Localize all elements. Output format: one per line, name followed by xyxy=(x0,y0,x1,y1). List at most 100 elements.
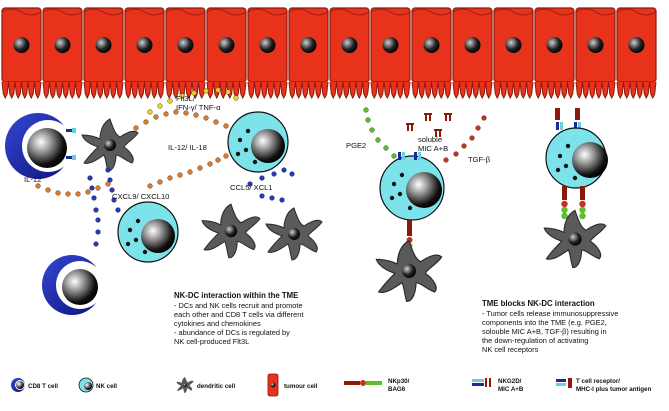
cytokine-dot xyxy=(167,175,173,181)
note-left-line: cytokines and chemokines xyxy=(174,318,261,328)
cytokine-dot xyxy=(197,165,203,171)
note-right-line: components into the TME (e.g. PGE2, xyxy=(482,317,607,327)
cytokine-dot xyxy=(223,153,229,159)
cytokine-dot xyxy=(475,125,481,131)
cytokine-dot xyxy=(183,110,189,116)
cytokine-dots xyxy=(35,87,487,247)
note-right-line: the down-regulation of activating xyxy=(482,335,589,345)
svg-text:BAG6: BAG6 xyxy=(388,386,406,393)
tumour-cell xyxy=(370,7,411,100)
dendritic-cell-right xyxy=(543,209,607,269)
legend-tumour: tumour cell xyxy=(267,373,318,397)
legend-nkp30: NKp30/ BAG6 xyxy=(344,378,410,393)
cd8-t-cell-bottom xyxy=(42,255,104,315)
label-il12-il18: IL-12/ IL-18 xyxy=(168,143,207,152)
cytokine-dot xyxy=(167,98,173,104)
cytokine-dot xyxy=(111,197,117,203)
tumour-cell xyxy=(452,7,493,100)
tumour-cell xyxy=(42,7,83,100)
cytokine-dot xyxy=(95,229,101,235)
label-ifn-tnf: IFN-γ/ TNF-α xyxy=(176,103,221,112)
cytokine-dot xyxy=(91,195,97,201)
tcr-mhc-receptor-pair xyxy=(66,128,76,160)
cytokine-dot xyxy=(391,153,397,159)
dendritic-cell-mid-2 xyxy=(265,207,323,261)
cytokine-dot xyxy=(187,169,193,175)
cytokine-dot xyxy=(173,109,179,115)
cytokine-dot xyxy=(207,161,213,167)
soluble-mic-glyphs xyxy=(406,113,452,137)
cytokine-dot xyxy=(109,187,115,193)
cytokine-dot xyxy=(247,181,253,187)
tumour-cell xyxy=(329,7,370,100)
cytokine-dot xyxy=(55,190,61,196)
tumour-cell xyxy=(247,7,288,100)
svg-text:T cell receptor/: T cell receptor/ xyxy=(576,378,620,385)
tumour-cell xyxy=(493,7,534,100)
cytokine-dot xyxy=(461,143,467,149)
cytokine-dot xyxy=(213,119,219,125)
nk-cell-upper xyxy=(227,111,289,173)
tumour-cell xyxy=(411,7,452,100)
cytokine-dot xyxy=(481,115,487,121)
label-ccl5-xcl1: CCL5/ XCL1 xyxy=(230,183,273,192)
cytokine-dot xyxy=(45,187,51,193)
label-mic: MIC A+B xyxy=(418,144,448,153)
nk-cell-right xyxy=(545,108,608,220)
note-nk-dc-interaction: NK-DC interaction within the TME - DCs a… xyxy=(174,291,354,346)
cytokine-dot xyxy=(143,119,149,125)
tumour-cell xyxy=(206,7,247,100)
cytokine-dot xyxy=(233,95,239,101)
note-left-line: each other and CD8 T cells via different xyxy=(174,309,304,319)
label-cxcl: CXCL9/ CXCL10 xyxy=(112,192,169,201)
cytokine-dot xyxy=(35,183,41,189)
cytokine-dot xyxy=(453,151,459,157)
tumour-cell-row xyxy=(1,7,657,100)
legend-cd8: CD8 T cell xyxy=(11,378,58,392)
cytokine-dot xyxy=(215,157,221,163)
svg-text:CD8 T cell: CD8 T cell xyxy=(28,383,58,390)
cytokine-dot xyxy=(369,127,375,133)
tumour-cell xyxy=(124,7,165,100)
nk-cell-lower xyxy=(117,201,179,263)
note-right-line: solouble MIC A+B, TGF-β) resulting in xyxy=(482,326,607,336)
cytokine-dot xyxy=(469,135,475,141)
dendritic-cell-mid-1 xyxy=(201,203,261,259)
cytokine-dot xyxy=(75,191,81,197)
tumour-cell xyxy=(575,7,616,100)
svg-text:MIC A+B: MIC A+B xyxy=(498,386,524,393)
svg-text:NK cell: NK cell xyxy=(96,383,117,390)
svg-text:MHC-I plus tumor antigen: MHC-I plus tumor antigen xyxy=(576,386,651,393)
cytokine-dot xyxy=(443,157,449,163)
cytokine-dot xyxy=(203,88,209,94)
cytokine-dot xyxy=(115,207,121,213)
legend-nkg2d: NKG2D/ MIC A+B xyxy=(472,378,524,393)
cytokine-dot xyxy=(177,172,183,178)
note-left-line: - DCs and NK cells recruit and promote xyxy=(174,300,303,310)
svg-text:dendritic cell: dendritic cell xyxy=(197,383,235,390)
cytokine-dot xyxy=(279,197,285,203)
cytokine-dot xyxy=(95,217,101,223)
cytokine-dot xyxy=(93,207,99,213)
cytokine-dot xyxy=(179,93,185,99)
cd8-t-cell-top xyxy=(5,113,74,179)
cytokine-dot xyxy=(225,89,231,95)
note-left-line: NK cell-produced Flt3L xyxy=(174,336,250,346)
dendritic-cell-suppressed xyxy=(375,240,443,302)
cytokine-dot xyxy=(223,123,229,129)
legend-tcr: T cell receptor/ MHC-I plus tumor antige… xyxy=(556,378,651,393)
cytokine-dot xyxy=(215,87,221,93)
cytokine-dot xyxy=(193,112,199,118)
note-left-line: - abundance of DCs is regulated by xyxy=(174,327,290,337)
cytokine-dot xyxy=(163,111,169,117)
cytokine-dot xyxy=(147,109,153,115)
legend-dc: dendritic cell xyxy=(176,377,235,393)
note-right-line: - Tumor cells release immunosuppressive xyxy=(482,308,619,318)
cytokine-dot xyxy=(259,175,265,181)
note-right-title: TME blocks NK-DC interaction xyxy=(482,299,595,308)
cytokine-dot xyxy=(191,90,197,96)
svg-text:NKG2D/: NKG2D/ xyxy=(498,378,522,385)
legend: CD8 T cell NK cell dendritic cell tumour… xyxy=(11,373,651,397)
label-pge2: PGE2 xyxy=(346,141,366,150)
